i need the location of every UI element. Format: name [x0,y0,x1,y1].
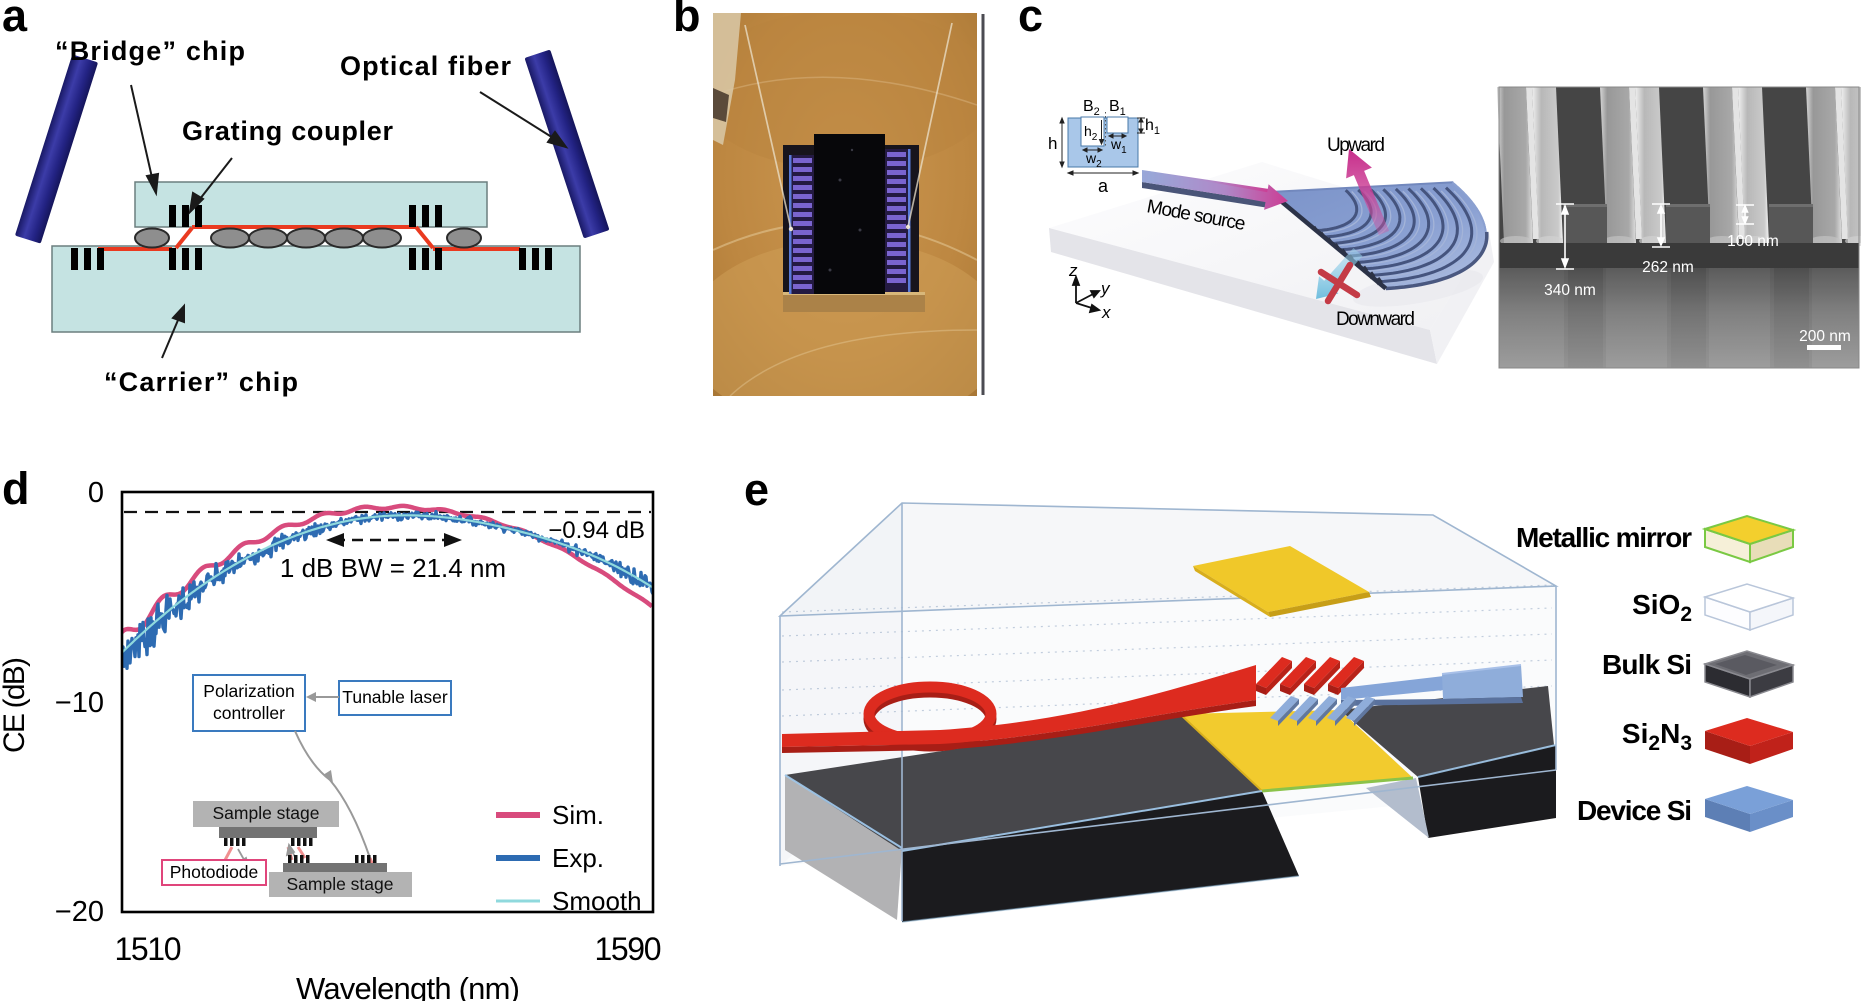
svg-text:200 nm: 200 nm [1799,328,1851,345]
svg-text:0: 0 [88,477,104,509]
svg-text:B1: B1 [1109,98,1126,118]
svg-text:Sample stage: Sample stage [286,874,393,894]
svg-text:b: b [673,0,701,41]
svg-text:Smooth: Smooth [552,886,642,916]
svg-text:−10: −10 [55,687,104,719]
svg-text:B2: B2 [1083,98,1100,118]
svg-text:“Bridge” chip: “Bridge” chip [55,36,245,66]
svg-text:−20: −20 [55,896,104,928]
svg-text:controller: controller [213,703,285,723]
svg-text:z: z [1068,261,1078,280]
svg-text:Grating coupler: Grating coupler [182,116,393,146]
svg-text:Downward: Downward [1336,309,1415,330]
svg-text:x: x [1101,303,1111,322]
svg-text:Metallic mirror: Metallic mirror [1516,522,1692,553]
svg-text:h1: h1 [1145,117,1160,137]
svg-text:SiO2: SiO2 [1632,589,1692,626]
svg-text:e: e [744,464,769,515]
svg-text:Sim.: Sim. [552,800,604,830]
svg-text:1510: 1510 [115,931,182,967]
svg-text:h: h [1048,134,1057,153]
svg-text:Bulk Si: Bulk Si [1602,649,1692,680]
svg-text:1590: 1590 [595,931,662,967]
svg-text:Sample stage: Sample stage [212,803,319,823]
svg-text:y: y [1100,279,1111,298]
svg-text:Tunable laser: Tunable laser [342,687,448,707]
svg-text:CE (dB): CE (dB) [0,657,31,753]
svg-text:Optical fiber: Optical fiber [340,51,511,81]
svg-text:a: a [2,0,28,41]
svg-text:Si2N3: Si2N3 [1622,718,1692,755]
svg-text:100 nm: 100 nm [1727,233,1779,250]
svg-text:d: d [2,463,30,514]
svg-text:Wavelength (nm): Wavelength (nm) [296,971,520,1001]
svg-text:1 dB BW = 21.4 nm: 1 dB BW = 21.4 nm [280,553,506,583]
svg-text:Device Si: Device Si [1577,795,1692,826]
svg-text:Upward: Upward [1327,135,1385,156]
svg-text:Exp.: Exp. [552,843,604,873]
svg-text:262 nm: 262 nm [1642,259,1694,276]
svg-text:Polarization: Polarization [203,681,294,701]
svg-text:Photodiode: Photodiode [170,862,259,882]
svg-text:340 nm: 340 nm [1544,282,1596,299]
svg-text:c: c [1018,0,1043,41]
svg-text:“Carrier” chip: “Carrier” chip [104,367,298,397]
svg-text:−0.94 dB: −0.94 dB [548,517,645,544]
svg-text:a: a [1098,176,1109,196]
